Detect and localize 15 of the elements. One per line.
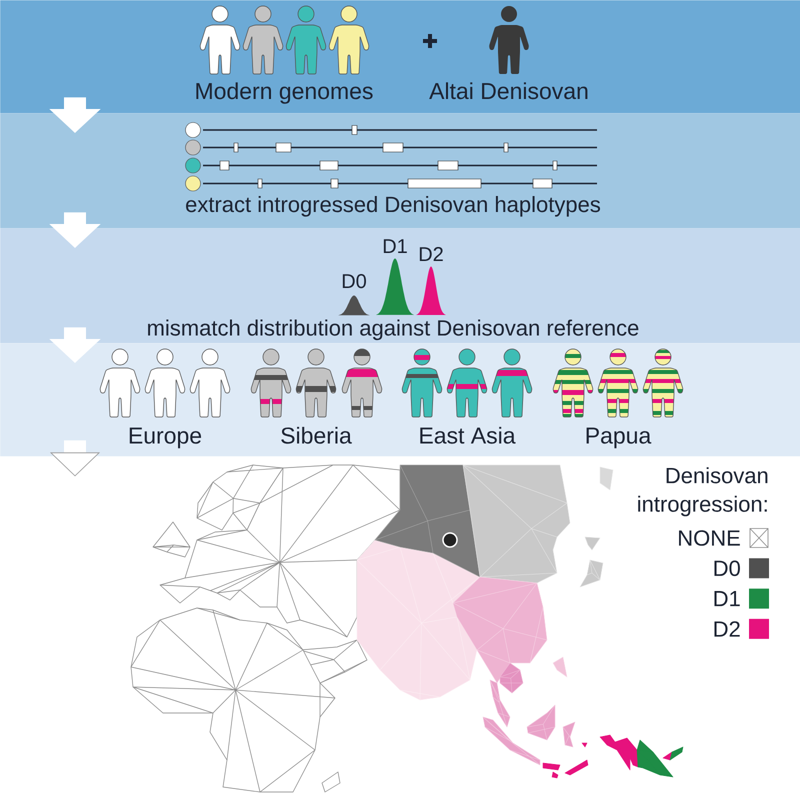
caption-text: mismatch distribution against Denisovan reference [148, 320, 638, 340]
legend-label: NONE [679, 530, 740, 546]
group-label: Modern genomes [196, 82, 373, 104]
group-label: Europe [130, 428, 202, 448]
legend-label: D1 [714, 591, 740, 606]
group-label: Papua [586, 428, 652, 448]
group-label: Siberia [281, 426, 352, 444]
group-label: East Asia [420, 426, 516, 444]
legend-label: D2 [714, 621, 740, 637]
caption-text: extract introgressed Denisovan haplotypes [186, 196, 600, 217]
peak-label: D0 [342, 274, 366, 288]
group-label: Altai Denisovan [429, 82, 588, 100]
legend-label: D0 [714, 560, 740, 576]
peak-label: D1 [384, 239, 407, 253]
peak-label: D2 [420, 247, 443, 261]
